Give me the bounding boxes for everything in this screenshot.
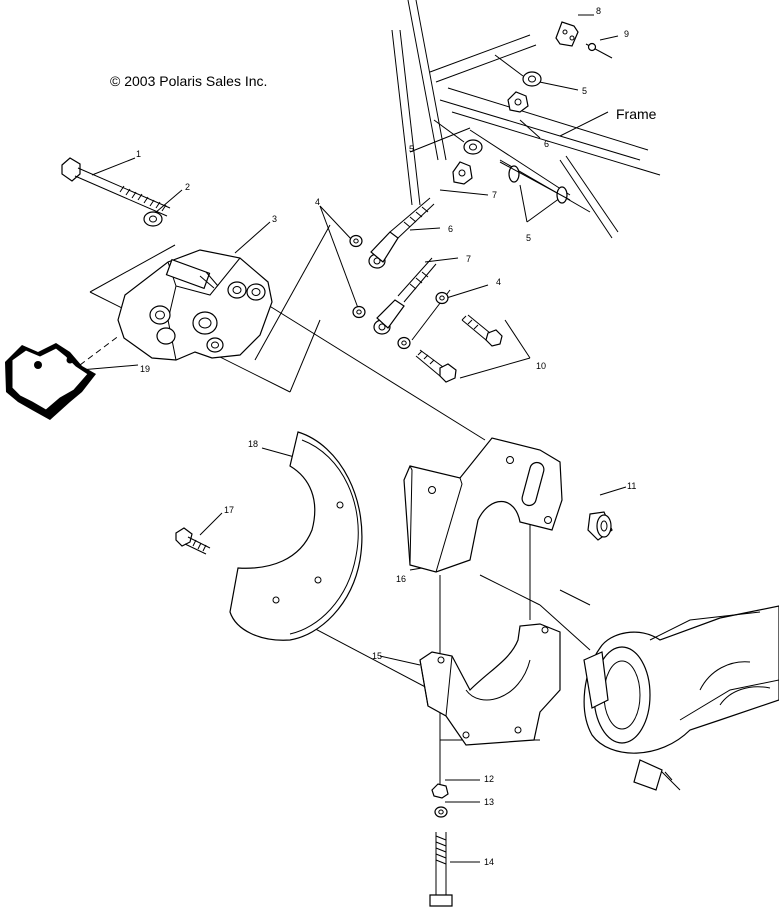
callout-7a: 7 [492,190,497,200]
bolt-long [61,157,171,217]
callout-3: 3 [272,214,277,224]
nut-7a [452,161,473,185]
clip-8 [555,21,579,47]
callout-19: 19 [140,364,150,374]
bolt-17 [175,527,211,555]
callout-12: 12 [484,774,494,784]
callout-10: 10 [536,361,546,371]
callout-17: 17 [224,505,234,515]
copyright-text: © 2003 Polaris Sales Inc. [110,73,267,89]
callout-18: 18 [248,439,258,449]
washer-4d [397,336,411,350]
bolt-10a [461,314,503,347]
washer-13 [434,806,448,818]
callout-4a: 4 [315,197,320,207]
frame-label: Frame [616,106,657,122]
callouts: 1 2 3 4 4 5 5 5 6 6 7 7 8 9 10 11 12 13 … [136,6,636,867]
callout-2: 2 [185,182,190,192]
bushing-11 [587,511,613,541]
callout-8: 8 [596,6,601,16]
disc-shield [229,431,363,641]
pin-9 [585,42,613,59]
rod-end-lower [373,257,437,335]
callout-5a: 5 [582,86,587,96]
callout-14: 14 [484,857,494,867]
callout-5b: 5 [409,144,414,154]
callout-6b: 6 [448,224,453,234]
washer-4c [435,291,449,305]
callout-15: 15 [372,651,382,661]
washer-4a [349,234,363,248]
brake-caliper [117,249,273,361]
assembly-lines [79,224,591,790]
bolt-10b [415,349,457,383]
callout-11: 11 [627,481,636,491]
clip-5c [499,161,571,204]
callout-6a: 6 [544,139,549,149]
washer-12 [431,783,449,799]
rod-end-upper [368,197,435,269]
callout-4b: 4 [496,277,501,287]
callout-9: 9 [624,29,629,39]
callout-16: 16 [396,574,406,584]
brake-pad [5,343,96,420]
bracket-lower [419,623,561,746]
callout-5c: 5 [526,233,531,243]
callout-7b: 7 [466,254,471,264]
clevis-5b [433,119,483,155]
bolt-14 [429,832,453,907]
washer-2 [143,211,163,227]
bracket-upper [403,437,563,573]
nut-6a [507,91,529,113]
washer-4b [352,305,366,319]
callout-13: 13 [484,797,494,807]
clevis-5a [494,54,542,87]
axle-housing [583,605,779,791]
callout-1: 1 [136,149,141,159]
